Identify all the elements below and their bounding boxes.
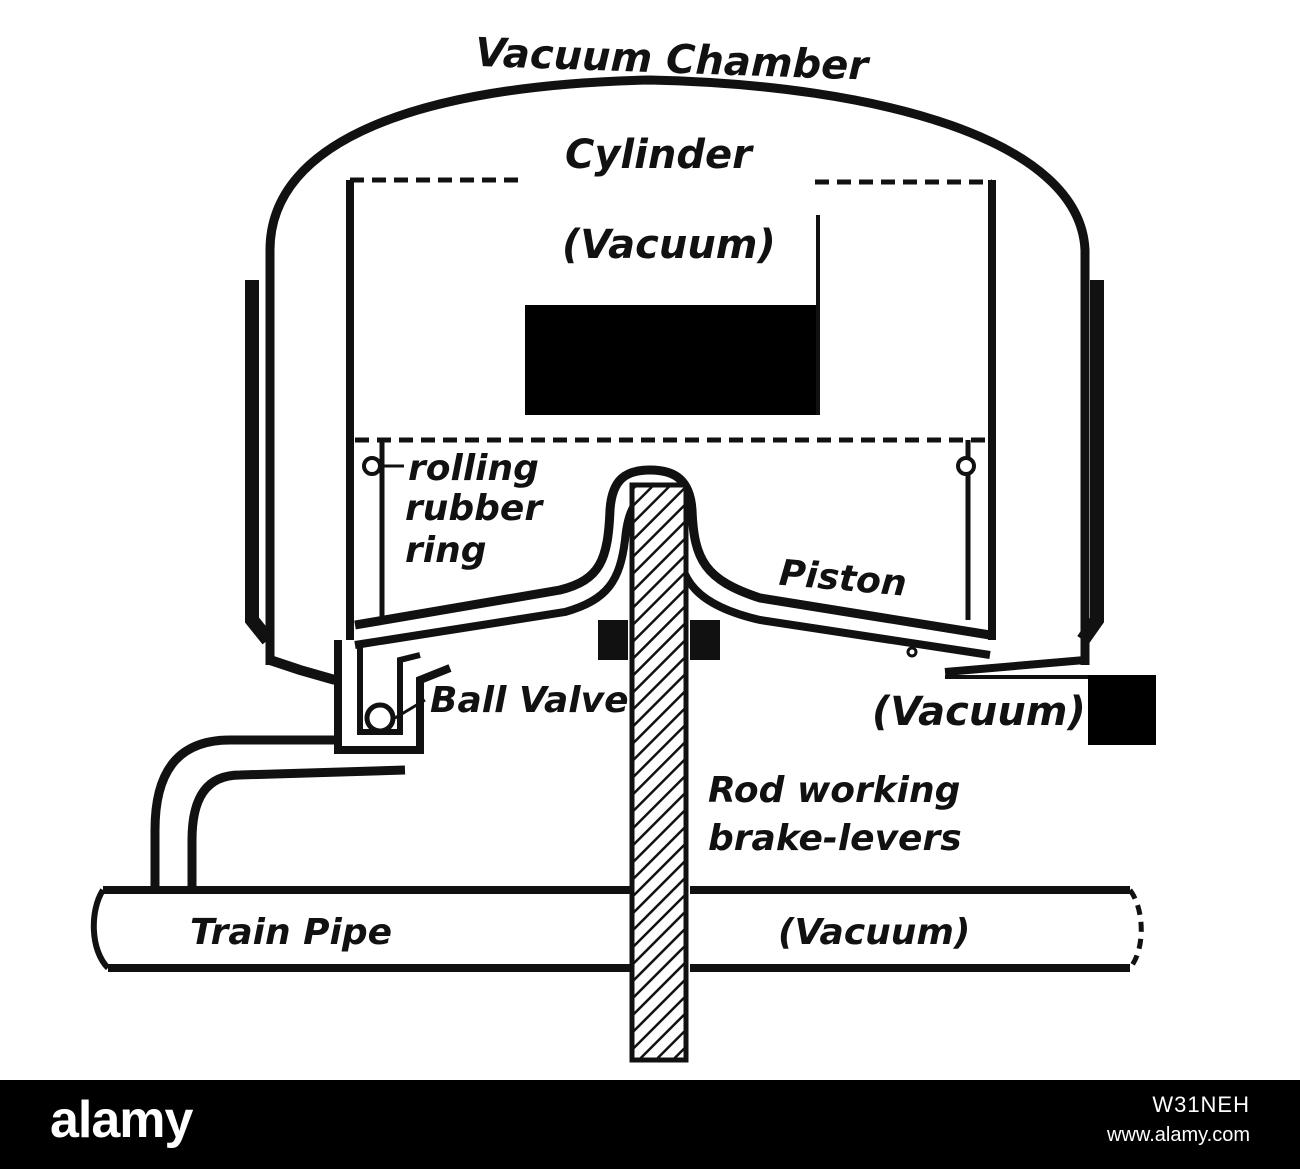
label-chamber-vacuum: (Vacuum) bbox=[872, 689, 1086, 735]
black-block bbox=[525, 305, 818, 415]
rolling-rubber-ring-right bbox=[956, 456, 976, 476]
image-id: W31NEH bbox=[1152, 1092, 1250, 1117]
rolling-rubber-ring-left bbox=[362, 456, 382, 476]
label-cylinder-vacuum: (Vacuum) bbox=[562, 222, 776, 268]
ball-valve-ball bbox=[364, 702, 396, 734]
label-ball-valve: Ball Valve bbox=[430, 680, 629, 721]
image-reference: W31NEH www.alamy.com bbox=[1107, 1092, 1250, 1147]
label-vacuum-chamber: Vacuum Chamber bbox=[474, 30, 871, 90]
rod-gland-right bbox=[690, 620, 720, 660]
right-black-block bbox=[1088, 675, 1156, 745]
label-pipe-vacuum: (Vacuum) bbox=[778, 912, 970, 953]
piston-vent-hole bbox=[906, 646, 918, 658]
vacuum-chamber-shell bbox=[265, 75, 1090, 665]
connecting-pipe-outer bbox=[150, 735, 340, 890]
chamber-right-flange bbox=[1077, 280, 1104, 645]
stock-footer-bar: alamy W31NEH www.alamy.com bbox=[0, 1080, 1300, 1169]
ball-valve-passage-outer bbox=[334, 640, 452, 754]
label-brake-levers: brake-levers bbox=[708, 818, 962, 859]
train-pipe-right-end-dashed bbox=[1127, 888, 1144, 970]
ball-valve-pointer bbox=[394, 698, 426, 720]
alamy-wordmark: alamy bbox=[50, 1091, 193, 1149]
connecting-pipe-inner bbox=[187, 765, 406, 890]
ball-valve-passage-inner bbox=[357, 645, 421, 735]
chamber-bottom-left bbox=[268, 655, 337, 685]
piston-rod bbox=[629, 482, 689, 1063]
label-piston: Piston bbox=[777, 553, 908, 605]
label-train-pipe: Train Pipe bbox=[190, 912, 392, 953]
label-rubber: rubber bbox=[405, 488, 544, 529]
chamber-left-flange bbox=[245, 280, 274, 645]
label-ring: ring bbox=[405, 530, 487, 571]
label-cylinder: Cylinder bbox=[565, 132, 754, 178]
vacuum-brake-diagram: Vacuum Chamber Cylinder (Vacuum) rolling… bbox=[90, 30, 1156, 1063]
label-rolling: rolling bbox=[408, 448, 539, 489]
piston-upper-contour bbox=[354, 465, 991, 640]
site-link[interactable]: www.alamy.com bbox=[1107, 1124, 1250, 1146]
chamber-bottom-right bbox=[944, 656, 1086, 676]
label-rod-working: Rod working bbox=[708, 770, 960, 811]
rod-gland-left bbox=[598, 620, 628, 660]
train-pipe-left-end bbox=[90, 888, 111, 971]
